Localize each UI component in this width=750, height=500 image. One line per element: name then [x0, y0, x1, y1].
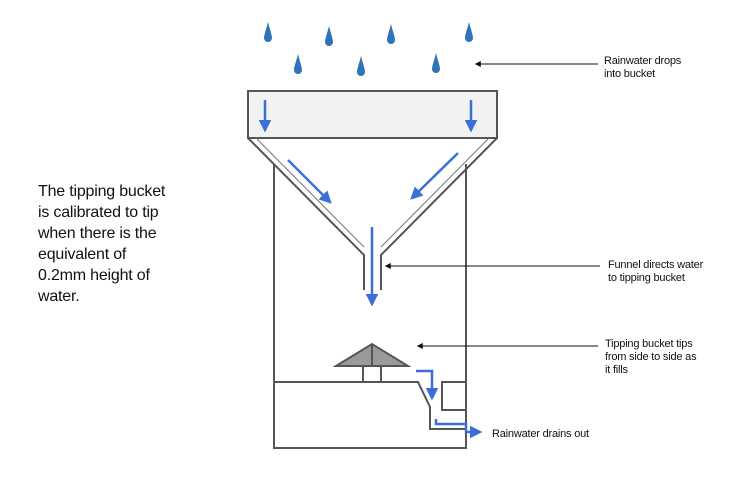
funnel-inner-left	[255, 137, 365, 248]
callout-tipping: Tipping bucket tips from side to side as…	[605, 338, 697, 377]
callout-drain: Rainwater drains out	[492, 428, 589, 441]
raindrop-icon	[465, 22, 473, 42]
callout-line: into bucket	[604, 68, 656, 80]
drain-box	[441, 381, 467, 411]
note-line: is calibrated to tip	[38, 204, 159, 221]
callout-line: it fills	[605, 364, 628, 376]
flow-arrow	[434, 419, 483, 439]
note-line: equivalent of	[38, 246, 127, 263]
flow-arrow	[416, 369, 439, 401]
funnel-inner-right	[380, 137, 490, 248]
note-line: 0.2mm height of	[38, 267, 150, 284]
raindrop-icon	[387, 24, 395, 44]
callout-pointers	[384, 61, 600, 349]
callout-line: Funnel directs water	[608, 259, 704, 271]
raindrop-icon	[325, 26, 333, 46]
callout-funnel: Funnel directs water to tipping bucket	[608, 259, 703, 285]
raindrop-icon	[432, 53, 440, 73]
callout-line: Tipping bucket tips	[605, 338, 693, 350]
raindrops	[264, 22, 473, 76]
calibration-note: The tipping bucket is calibrated to tip …	[38, 181, 208, 307]
note-line: The tipping bucket	[38, 183, 166, 200]
gauge-body	[247, 90, 498, 449]
note-line: water.	[38, 288, 80, 305]
tipping-bucket	[332, 342, 412, 382]
callout-line: Rainwater drains out	[492, 428, 589, 440]
raindrop-icon	[357, 56, 365, 76]
flow-arrow	[287, 159, 332, 204]
raindrop-icon	[264, 22, 272, 42]
outer-casing	[273, 164, 467, 449]
callout-rain: Rainwater drops into bucket	[604, 55, 681, 81]
funnel-cone	[247, 137, 498, 290]
callout-line: Rainwater drops	[604, 55, 682, 67]
collector-rim	[247, 90, 498, 139]
callout-line: to tipping bucket	[608, 272, 685, 284]
raindrop-icon	[294, 54, 302, 74]
callout-line: from side to side as	[605, 351, 697, 363]
flow-arrow	[410, 152, 459, 200]
flow-arrows	[258, 100, 483, 439]
note-line: when there is the	[38, 225, 157, 242]
